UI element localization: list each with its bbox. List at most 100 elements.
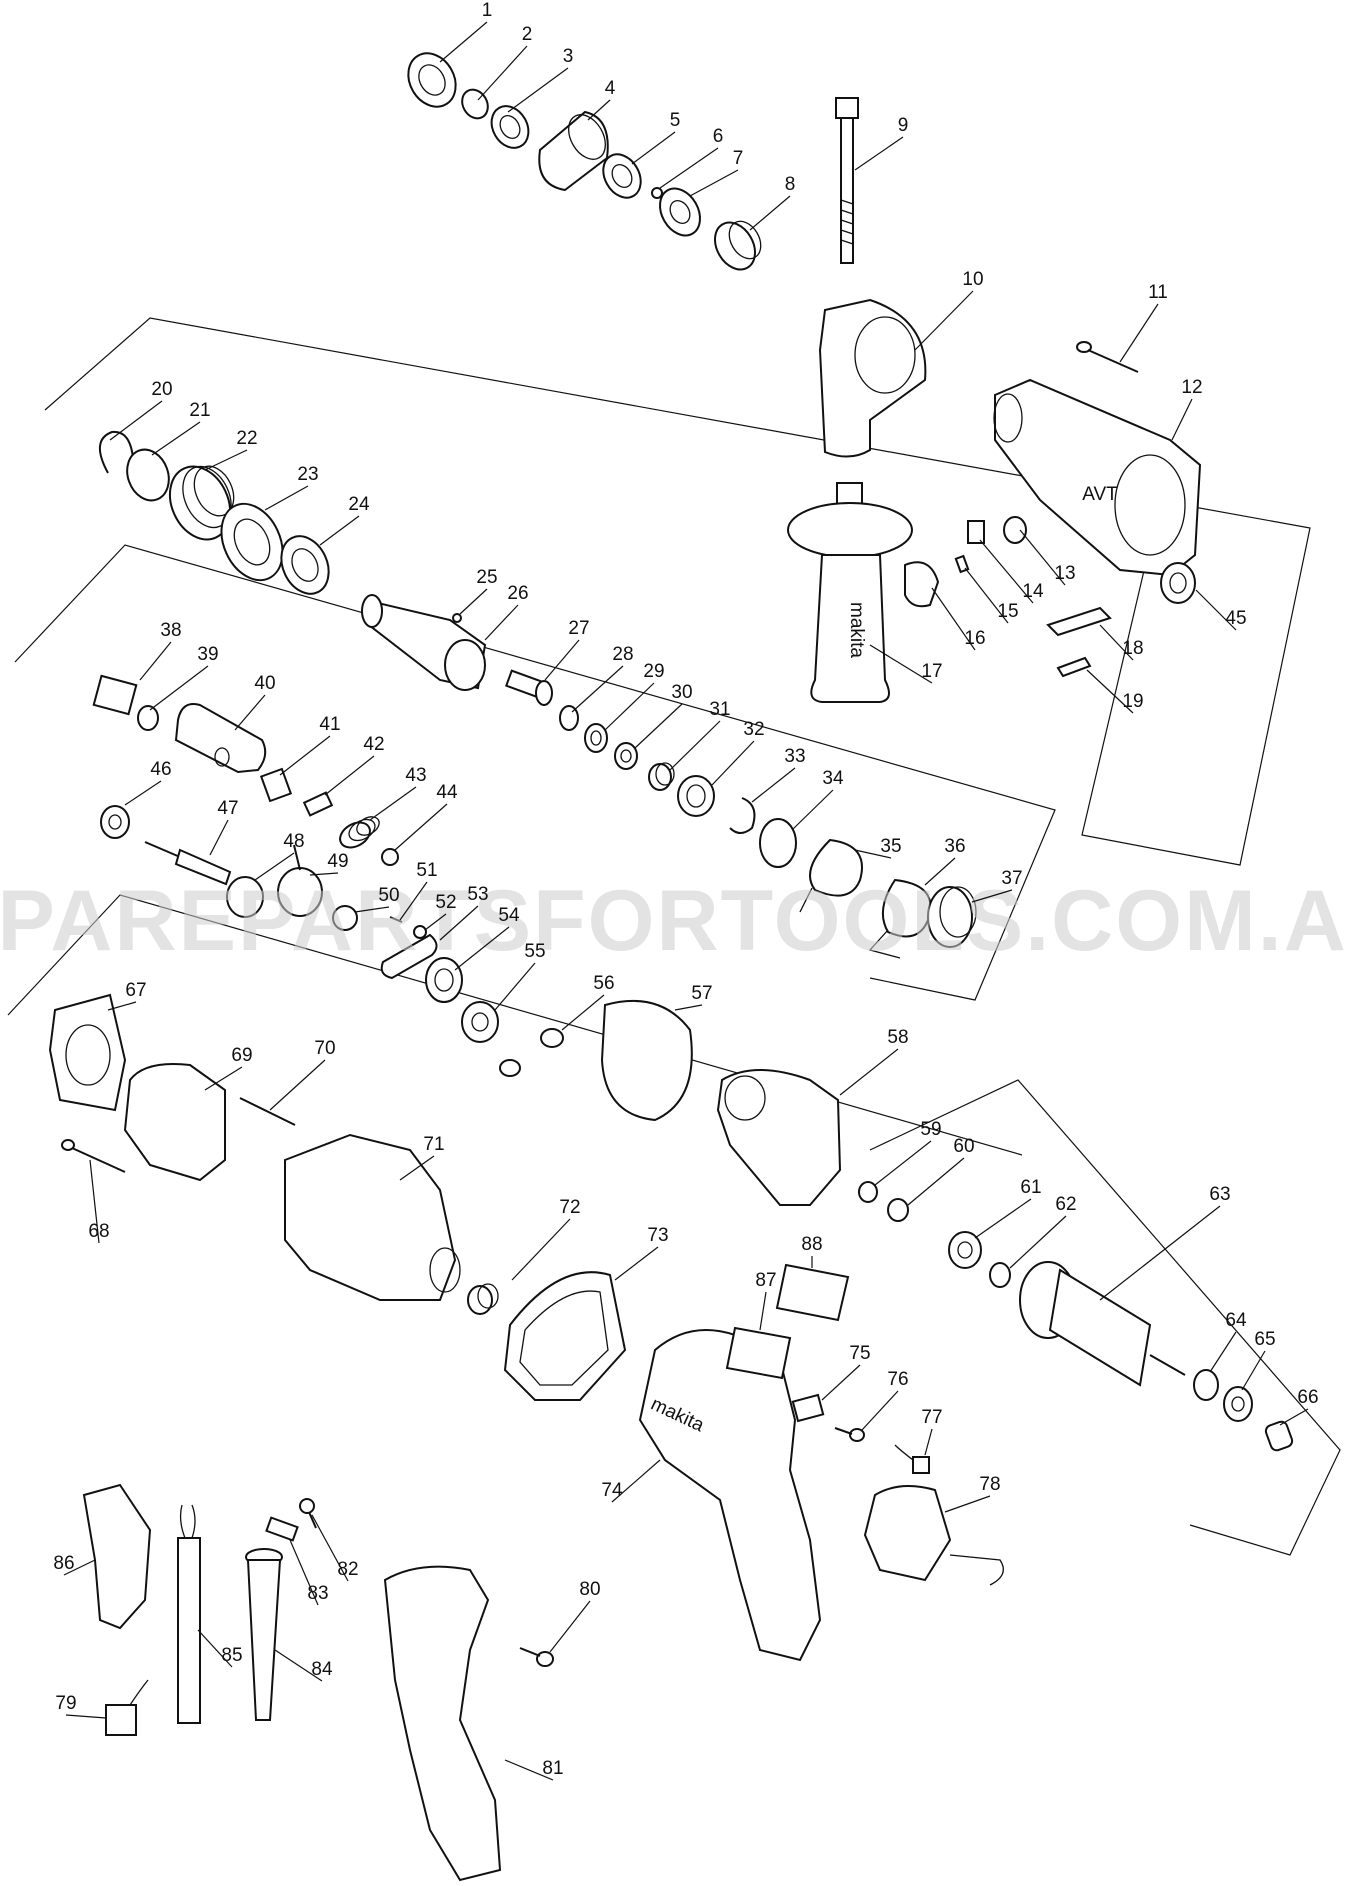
leader-line-84 [274, 1649, 323, 1682]
part-21-drawing [126, 448, 170, 502]
part-36-drawing [868, 878, 932, 959]
part-60-drawing [887, 1198, 909, 1222]
part-56-drawing [499, 1028, 564, 1077]
part-2-drawing [461, 88, 489, 120]
part-number-64: 64 [1225, 1310, 1247, 1331]
part-59-drawing [858, 1181, 878, 1203]
part-number-30: 30 [671, 682, 692, 703]
part-number-72: 72 [559, 1197, 580, 1218]
part-drawings: AVT makita [48, 52, 1294, 1882]
leader-line-28 [571, 665, 624, 713]
part-71-drawing [284, 1133, 461, 1301]
part-number-54: 54 [498, 905, 520, 926]
leader-line-49 [309, 872, 339, 876]
leader-line-45 [1195, 589, 1237, 631]
part-30-drawing [614, 742, 638, 770]
leader-line-59 [874, 1140, 932, 1186]
part-number-79: 79 [55, 1693, 76, 1714]
part-34-drawing [759, 818, 797, 868]
part-54-drawing [425, 957, 463, 1003]
leader-line-57 [674, 1004, 703, 1011]
leader-line-64 [1209, 1331, 1237, 1373]
part-number-17: 17 [921, 661, 942, 682]
part-62-drawing [989, 1262, 1011, 1288]
part-number-55: 55 [524, 941, 545, 962]
leader-line-30 [634, 703, 683, 749]
part-number-15: 15 [997, 601, 1018, 622]
leader-line-22 [204, 449, 248, 471]
leader-line-20 [109, 400, 163, 441]
part-14-drawing [967, 520, 985, 544]
part-number-34: 34 [822, 768, 844, 789]
part-number-29: 29 [643, 661, 664, 682]
part-number-62: 62 [1055, 1194, 1076, 1215]
part-number-66: 66 [1297, 1387, 1318, 1408]
leader-line-47 [209, 819, 229, 856]
part-number-45: 45 [1225, 608, 1246, 629]
leader-line-71 [399, 1155, 435, 1181]
part-87-drawing [725, 1326, 792, 1380]
part-number-74: 74 [601, 1480, 623, 1501]
part-77-drawing [894, 1444, 930, 1474]
part-number-71: 71 [423, 1134, 444, 1155]
part-32-drawing [677, 775, 715, 817]
part-9-drawing [835, 97, 859, 264]
part-number-33: 33 [784, 746, 805, 767]
part-57-drawing [600, 999, 693, 1122]
leader-line-68 [89, 1159, 100, 1244]
leader-line-72 [511, 1218, 571, 1281]
leader-line-4 [587, 99, 611, 121]
part-number-80: 80 [579, 1579, 600, 1600]
leader-line-86 [63, 1559, 96, 1576]
part-52-drawing [413, 925, 427, 939]
part-number-42: 42 [363, 734, 384, 755]
part-number-22: 22 [236, 428, 257, 449]
part-number-65: 65 [1254, 1329, 1275, 1350]
part-number-1: 1 [482, 0, 493, 21]
part-33-drawing [729, 797, 756, 834]
leader-line-31 [669, 720, 721, 771]
leader-line-37 [971, 889, 1013, 903]
part-12-drawing: AVT [993, 378, 1202, 577]
part-84-drawing [245, 1548, 283, 1721]
part-number-48: 48 [283, 831, 304, 852]
part-number-75: 75 [849, 1343, 870, 1364]
leader-line-21 [151, 421, 201, 456]
part-number-3: 3 [563, 46, 574, 67]
leader-line-53 [439, 905, 479, 941]
part-number-27: 27 [568, 618, 589, 639]
leader-line-9 [854, 136, 904, 171]
part-number-39: 39 [197, 644, 218, 665]
leader-line-87 [759, 1291, 767, 1331]
leader-line-39 [149, 665, 209, 711]
part-11-drawing [1076, 341, 1139, 373]
part-72-drawing [467, 1283, 499, 1315]
leader-line-81 [504, 1759, 554, 1781]
part-number-85: 85 [221, 1645, 242, 1666]
leader-line-2 [477, 45, 528, 101]
leader-line-44 [394, 803, 448, 851]
part-number-35: 35 [880, 836, 901, 857]
leader-line-82 [311, 1514, 349, 1582]
part-28-drawing [559, 705, 579, 731]
part-70-drawing [239, 1097, 296, 1126]
leader-line-74 [611, 1459, 661, 1503]
part-number-12: 12 [1181, 377, 1202, 398]
leader-line-50 [354, 906, 390, 913]
leader-line-76 [861, 1390, 899, 1431]
part-number-40: 40 [254, 673, 275, 694]
leader-line-48 [254, 852, 295, 881]
part-number-8: 8 [785, 174, 796, 195]
leader-line-60 [907, 1157, 965, 1206]
part-51-drawing [389, 916, 403, 923]
leader-line-70 [269, 1059, 326, 1111]
leader-line-16 [931, 587, 976, 651]
part-number-26: 26 [507, 583, 528, 604]
leader-line-10 [914, 290, 974, 351]
part-1-drawing [407, 52, 457, 108]
part-75-drawing [791, 1393, 825, 1423]
leader-line-79 [65, 1714, 107, 1719]
leader-line-7 [689, 169, 739, 197]
part-number-23: 23 [297, 464, 318, 485]
part-number-76: 76 [887, 1369, 908, 1390]
